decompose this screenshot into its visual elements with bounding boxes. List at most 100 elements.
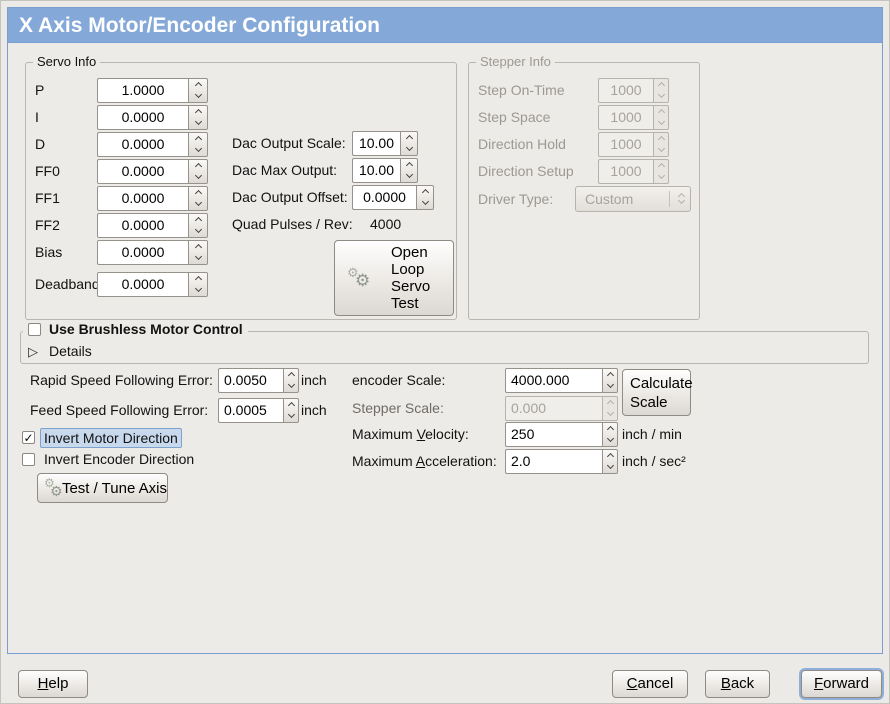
- maximum-acceleration-spin-input[interactable]: 2.0: [505, 449, 602, 474]
- ff0-spin[interactable]: 0.0000: [97, 159, 208, 184]
- ff0-spin-spinner[interactable]: [188, 159, 208, 184]
- p-spin-input[interactable]: 1.0000: [97, 78, 188, 103]
- details-expander[interactable]: ▷ Details: [28, 343, 92, 359]
- encoder-scale-spin[interactable]: 4000.000: [505, 368, 618, 393]
- use-brushless-checkbox[interactable]: [28, 323, 41, 336]
- direction-setup-spin-down-icon: [654, 172, 668, 184]
- dac-output-offset-spin-input[interactable]: 0.0000: [352, 185, 416, 210]
- combo-arrows-icon: [672, 194, 690, 205]
- bias-spin-input[interactable]: 0.0000: [97, 240, 188, 265]
- stepper-scale-spin: 0.000: [505, 396, 618, 421]
- maximum-acceleration-spin-down-icon[interactable]: [603, 462, 617, 474]
- open-loop-servo-test-button[interactable]: ⚙ ⚙ Open Loop Servo Test: [334, 240, 454, 316]
- ff1-spin-spinner[interactable]: [188, 186, 208, 211]
- maximum-velocity-spin-down-icon[interactable]: [603, 435, 617, 447]
- dac-output-offset-spin-spinner[interactable]: [416, 185, 434, 210]
- ff0-spin-down-icon[interactable]: [189, 172, 207, 184]
- feed-following-error-spin-spinner[interactable]: [283, 398, 299, 423]
- dac-max-output-spin-spinner[interactable]: [400, 158, 418, 183]
- dac-output-scale-spin-down-icon[interactable]: [401, 144, 417, 156]
- back-button[interactable]: Back: [705, 670, 770, 698]
- deadband-spin-spinner[interactable]: [188, 272, 208, 297]
- dac-output-scale-spin-up-icon[interactable]: [401, 132, 417, 144]
- d-spin-up-icon[interactable]: [189, 133, 207, 145]
- forward-button[interactable]: Forward: [801, 670, 882, 698]
- ff1-spin-up-icon[interactable]: [189, 187, 207, 199]
- feed-following-error-spin-down-icon[interactable]: [284, 411, 298, 423]
- i-spin-spinner[interactable]: [188, 105, 208, 130]
- ff2-spin[interactable]: 0.0000: [97, 213, 208, 238]
- maximum-velocity-spin-input[interactable]: 250: [505, 422, 602, 447]
- maximum-acceleration-spin-up-icon[interactable]: [603, 450, 617, 462]
- feed-following-error-spin-up-icon[interactable]: [284, 399, 298, 411]
- deadband-spin[interactable]: 0.0000: [97, 272, 208, 297]
- dac-max-output-spin-up-icon[interactable]: [401, 159, 417, 171]
- dac-max-output-spin-input[interactable]: 10.00: [352, 158, 400, 183]
- help-button[interactable]: Help: [18, 670, 88, 698]
- ff0-spin-up-icon[interactable]: [189, 160, 207, 172]
- maximum-velocity-spin[interactable]: 250: [505, 422, 618, 447]
- dac-max-output-spin-down-icon[interactable]: [401, 171, 417, 183]
- d-spin-down-icon[interactable]: [189, 145, 207, 157]
- invert-encoder-checkbox[interactable]: [22, 453, 35, 466]
- p-spin-up-icon[interactable]: [189, 79, 207, 91]
- use-brushless-row[interactable]: Use Brushless Motor Control: [23, 322, 248, 337]
- encoder-scale-spin-input[interactable]: 4000.000: [505, 368, 602, 393]
- invert-motor-checkbox[interactable]: ✓: [22, 431, 35, 445]
- use-brushless-label[interactable]: Use Brushless Motor Control: [49, 321, 243, 337]
- calculate-scale-button[interactable]: Calculate Scale: [622, 369, 693, 416]
- p-spin-spinner[interactable]: [188, 78, 208, 103]
- bias-spin-up-icon[interactable]: [189, 241, 207, 253]
- maximum-velocity-spin-up-icon[interactable]: [603, 423, 617, 435]
- i-spin[interactable]: 0.0000: [97, 105, 208, 130]
- encoder-scale-spin-spinner[interactable]: [602, 368, 618, 393]
- ff1-label: FF1: [35, 190, 60, 206]
- d-spin-input[interactable]: 0.0000: [97, 132, 188, 157]
- invert-encoder-label[interactable]: Invert Encoder Direction: [44, 451, 195, 467]
- rapid-following-error-spin-spinner[interactable]: [283, 368, 299, 393]
- p-spin[interactable]: 1.0000: [97, 78, 208, 103]
- bias-spin-spinner[interactable]: [188, 240, 208, 265]
- dac-output-offset-spin-up-icon[interactable]: [417, 186, 433, 198]
- maximum-acceleration-label: Maximum Acceleration:: [352, 453, 497, 469]
- i-spin-down-icon[interactable]: [189, 118, 207, 130]
- dac-output-offset-spin[interactable]: 0.0000: [352, 185, 434, 210]
- ff0-spin-input[interactable]: 0.0000: [97, 159, 188, 184]
- i-spin-input[interactable]: 0.0000: [97, 105, 188, 130]
- deadband-spin-up-icon[interactable]: [189, 273, 207, 285]
- rapid-following-error-spin-up-icon[interactable]: [284, 369, 298, 381]
- rapid-following-error-spin-input[interactable]: 0.0050: [218, 368, 283, 393]
- ff1-spin-down-icon[interactable]: [189, 199, 207, 211]
- deadband-spin-down-icon[interactable]: [189, 285, 207, 297]
- rapid-following-error-spin-down-icon[interactable]: [284, 381, 298, 393]
- dac-output-scale-spin-spinner[interactable]: [400, 131, 418, 156]
- dac-max-output-spin[interactable]: 10.00: [352, 158, 418, 183]
- encoder-scale-spin-down-icon[interactable]: [603, 381, 617, 393]
- d-spin-spinner[interactable]: [188, 132, 208, 157]
- ff1-spin[interactable]: 0.0000: [97, 186, 208, 211]
- maximum-acceleration-spin-spinner[interactable]: [602, 449, 618, 474]
- d-spin[interactable]: 0.0000: [97, 132, 208, 157]
- ff2-spin-input[interactable]: 0.0000: [97, 213, 188, 238]
- ff2-spin-up-icon[interactable]: [189, 214, 207, 226]
- encoder-scale-spin-up-icon[interactable]: [603, 369, 617, 381]
- feed-following-error-spin[interactable]: 0.0005: [218, 398, 299, 423]
- dac-output-scale-spin-input[interactable]: 10.00: [352, 131, 400, 156]
- ff1-spin-input[interactable]: 0.0000: [97, 186, 188, 211]
- dac-output-scale-spin[interactable]: 10.00: [352, 131, 418, 156]
- maximum-velocity-spin-spinner[interactable]: [602, 422, 618, 447]
- test-tune-axis-button[interactable]: ⚙ ⚙ Test / Tune Axis: [37, 473, 168, 503]
- dac-output-offset-spin-down-icon[interactable]: [417, 198, 433, 210]
- ff2-spin-down-icon[interactable]: [189, 226, 207, 238]
- cancel-button[interactable]: Cancel: [612, 670, 688, 698]
- bias-spin-down-icon[interactable]: [189, 253, 207, 265]
- maximum-acceleration-spin[interactable]: 2.0: [505, 449, 618, 474]
- deadband-spin-input[interactable]: 0.0000: [97, 272, 188, 297]
- invert-motor-label[interactable]: Invert Motor Direction: [40, 428, 182, 448]
- bias-spin[interactable]: 0.0000: [97, 240, 208, 265]
- feed-following-error-spin-input[interactable]: 0.0005: [218, 398, 283, 423]
- rapid-following-error-spin[interactable]: 0.0050: [218, 368, 299, 393]
- i-spin-up-icon[interactable]: [189, 106, 207, 118]
- ff2-spin-spinner[interactable]: [188, 213, 208, 238]
- p-spin-down-icon[interactable]: [189, 91, 207, 103]
